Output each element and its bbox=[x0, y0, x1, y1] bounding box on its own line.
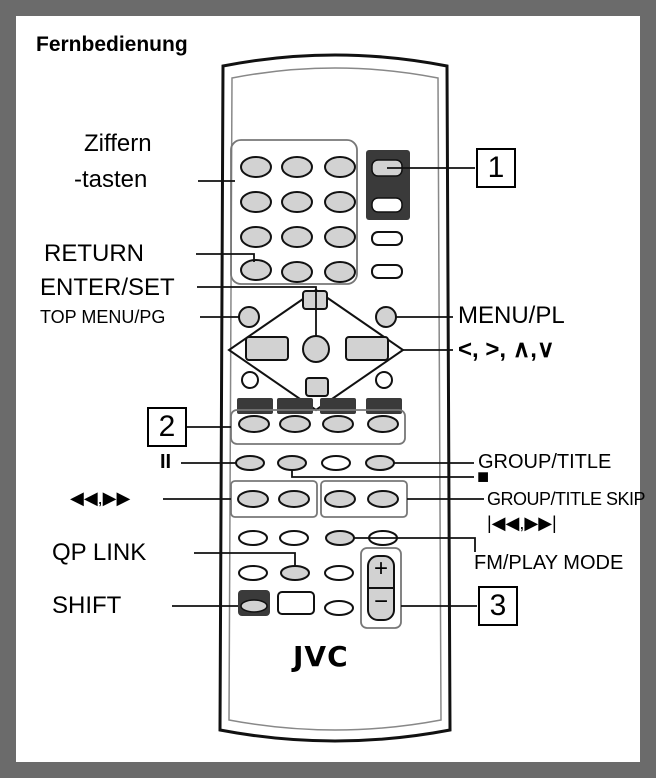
label-rewind-ff: ◀◀,▶▶ bbox=[70, 488, 131, 508]
source-key-b bbox=[277, 398, 313, 414]
leader-fm-play bbox=[354, 537, 476, 552]
number-key-7[interactable] bbox=[240, 226, 272, 248]
stop-key[interactable] bbox=[277, 455, 307, 471]
number-key-2[interactable] bbox=[281, 156, 313, 178]
label-stop: ■ bbox=[477, 466, 490, 488]
source-key-c bbox=[320, 398, 356, 414]
number-key-5[interactable] bbox=[281, 191, 313, 213]
leader-stop bbox=[291, 470, 474, 478]
source-button-2[interactable] bbox=[279, 415, 311, 433]
callout-2: 2 bbox=[147, 407, 187, 447]
top-menu-key[interactable] bbox=[238, 306, 260, 328]
skip-forward-key[interactable] bbox=[367, 490, 399, 508]
label-shift: SHIFT bbox=[52, 592, 122, 619]
source-button-1[interactable] bbox=[238, 415, 270, 433]
label-qp-link: QP LINK bbox=[52, 539, 147, 566]
leader-lines bbox=[163, 167, 484, 607]
numeric-keys bbox=[240, 156, 356, 283]
right-small-key bbox=[375, 371, 393, 389]
right-key-2[interactable] bbox=[371, 264, 403, 279]
transport-key-3[interactable] bbox=[321, 455, 351, 471]
number-key-8[interactable] bbox=[281, 226, 313, 248]
leader-enter-set bbox=[197, 286, 317, 336]
cursor-right-key[interactable] bbox=[345, 336, 389, 361]
label-fm-play-mode: FM/PLAY MODE bbox=[474, 552, 624, 574]
pause-key[interactable] bbox=[235, 455, 265, 471]
source-key-d bbox=[366, 398, 402, 414]
label-top-menu-pg: TOP MENU/PG bbox=[40, 307, 166, 327]
number-key-3[interactable] bbox=[324, 156, 356, 178]
row7-key-3 bbox=[324, 600, 354, 616]
skip-back-key[interactable] bbox=[324, 490, 356, 508]
group-title-key[interactable] bbox=[365, 455, 395, 471]
number-key-1[interactable] bbox=[240, 156, 272, 178]
label-ziffern-line2: -tasten bbox=[74, 166, 148, 193]
row5-key-2 bbox=[279, 530, 309, 546]
figure-title: Fernbedienung bbox=[36, 33, 188, 56]
fast-forward-key[interactable] bbox=[278, 490, 310, 508]
number-key-9[interactable] bbox=[324, 226, 356, 248]
source-button-3[interactable] bbox=[322, 415, 354, 433]
label-return: RETURN bbox=[44, 240, 144, 267]
source-key-a bbox=[237, 398, 273, 414]
volume-plus-glyph: + bbox=[373, 555, 388, 582]
label-cursor-keys: <, >, ∧,∨ bbox=[458, 336, 555, 363]
volume-minus-glyph: − bbox=[373, 588, 388, 615]
qp-link-key[interactable] bbox=[280, 565, 310, 581]
cursor-up-key[interactable] bbox=[302, 290, 328, 310]
cursor-left-key[interactable] bbox=[245, 336, 289, 361]
brand-logo-text: JVC bbox=[293, 640, 349, 673]
label-group-title-skip: GROUP/TITLE SKIP bbox=[487, 489, 646, 509]
callout-3: 3 bbox=[478, 586, 518, 626]
label-enter-set: ENTER/SET bbox=[40, 274, 175, 301]
row5-key-1 bbox=[238, 530, 268, 546]
menu-pl-key[interactable] bbox=[375, 306, 397, 328]
fm-play-mode-key[interactable] bbox=[325, 530, 355, 546]
return-key[interactable] bbox=[240, 259, 272, 281]
callout-1: 1 bbox=[476, 148, 516, 188]
remote-body-inner bbox=[228, 67, 442, 731]
numeric-keypad-frame bbox=[230, 139, 358, 285]
number-key-10plus[interactable] bbox=[324, 261, 356, 283]
source-key bbox=[371, 197, 403, 213]
label-pause: II bbox=[160, 451, 172, 473]
row6-key-3 bbox=[324, 565, 354, 581]
shift-key-cap bbox=[240, 599, 268, 613]
center-key[interactable] bbox=[277, 591, 315, 615]
cursor-down-key[interactable] bbox=[305, 377, 329, 397]
rewind-key[interactable] bbox=[237, 490, 269, 508]
row6-key-1 bbox=[238, 565, 268, 581]
right-key-1[interactable] bbox=[371, 231, 403, 246]
leader-qp-link bbox=[194, 552, 296, 566]
number-key-0[interactable] bbox=[281, 261, 313, 283]
enter-set-key[interactable] bbox=[302, 335, 330, 363]
source-button-4[interactable] bbox=[367, 415, 399, 433]
number-key-6[interactable] bbox=[324, 191, 356, 213]
number-key-4[interactable] bbox=[240, 191, 272, 213]
label-ziffern-line1: Ziffern bbox=[84, 130, 152, 157]
leader-return bbox=[196, 253, 255, 262]
label-group-title: GROUP/TITLE bbox=[478, 451, 612, 473]
left-small-key bbox=[241, 371, 259, 389]
label-skip-symbols: |◀◀,▶▶| bbox=[487, 513, 557, 533]
volume-frame bbox=[360, 547, 402, 629]
label-menu-pl: MENU/PL bbox=[458, 302, 565, 329]
